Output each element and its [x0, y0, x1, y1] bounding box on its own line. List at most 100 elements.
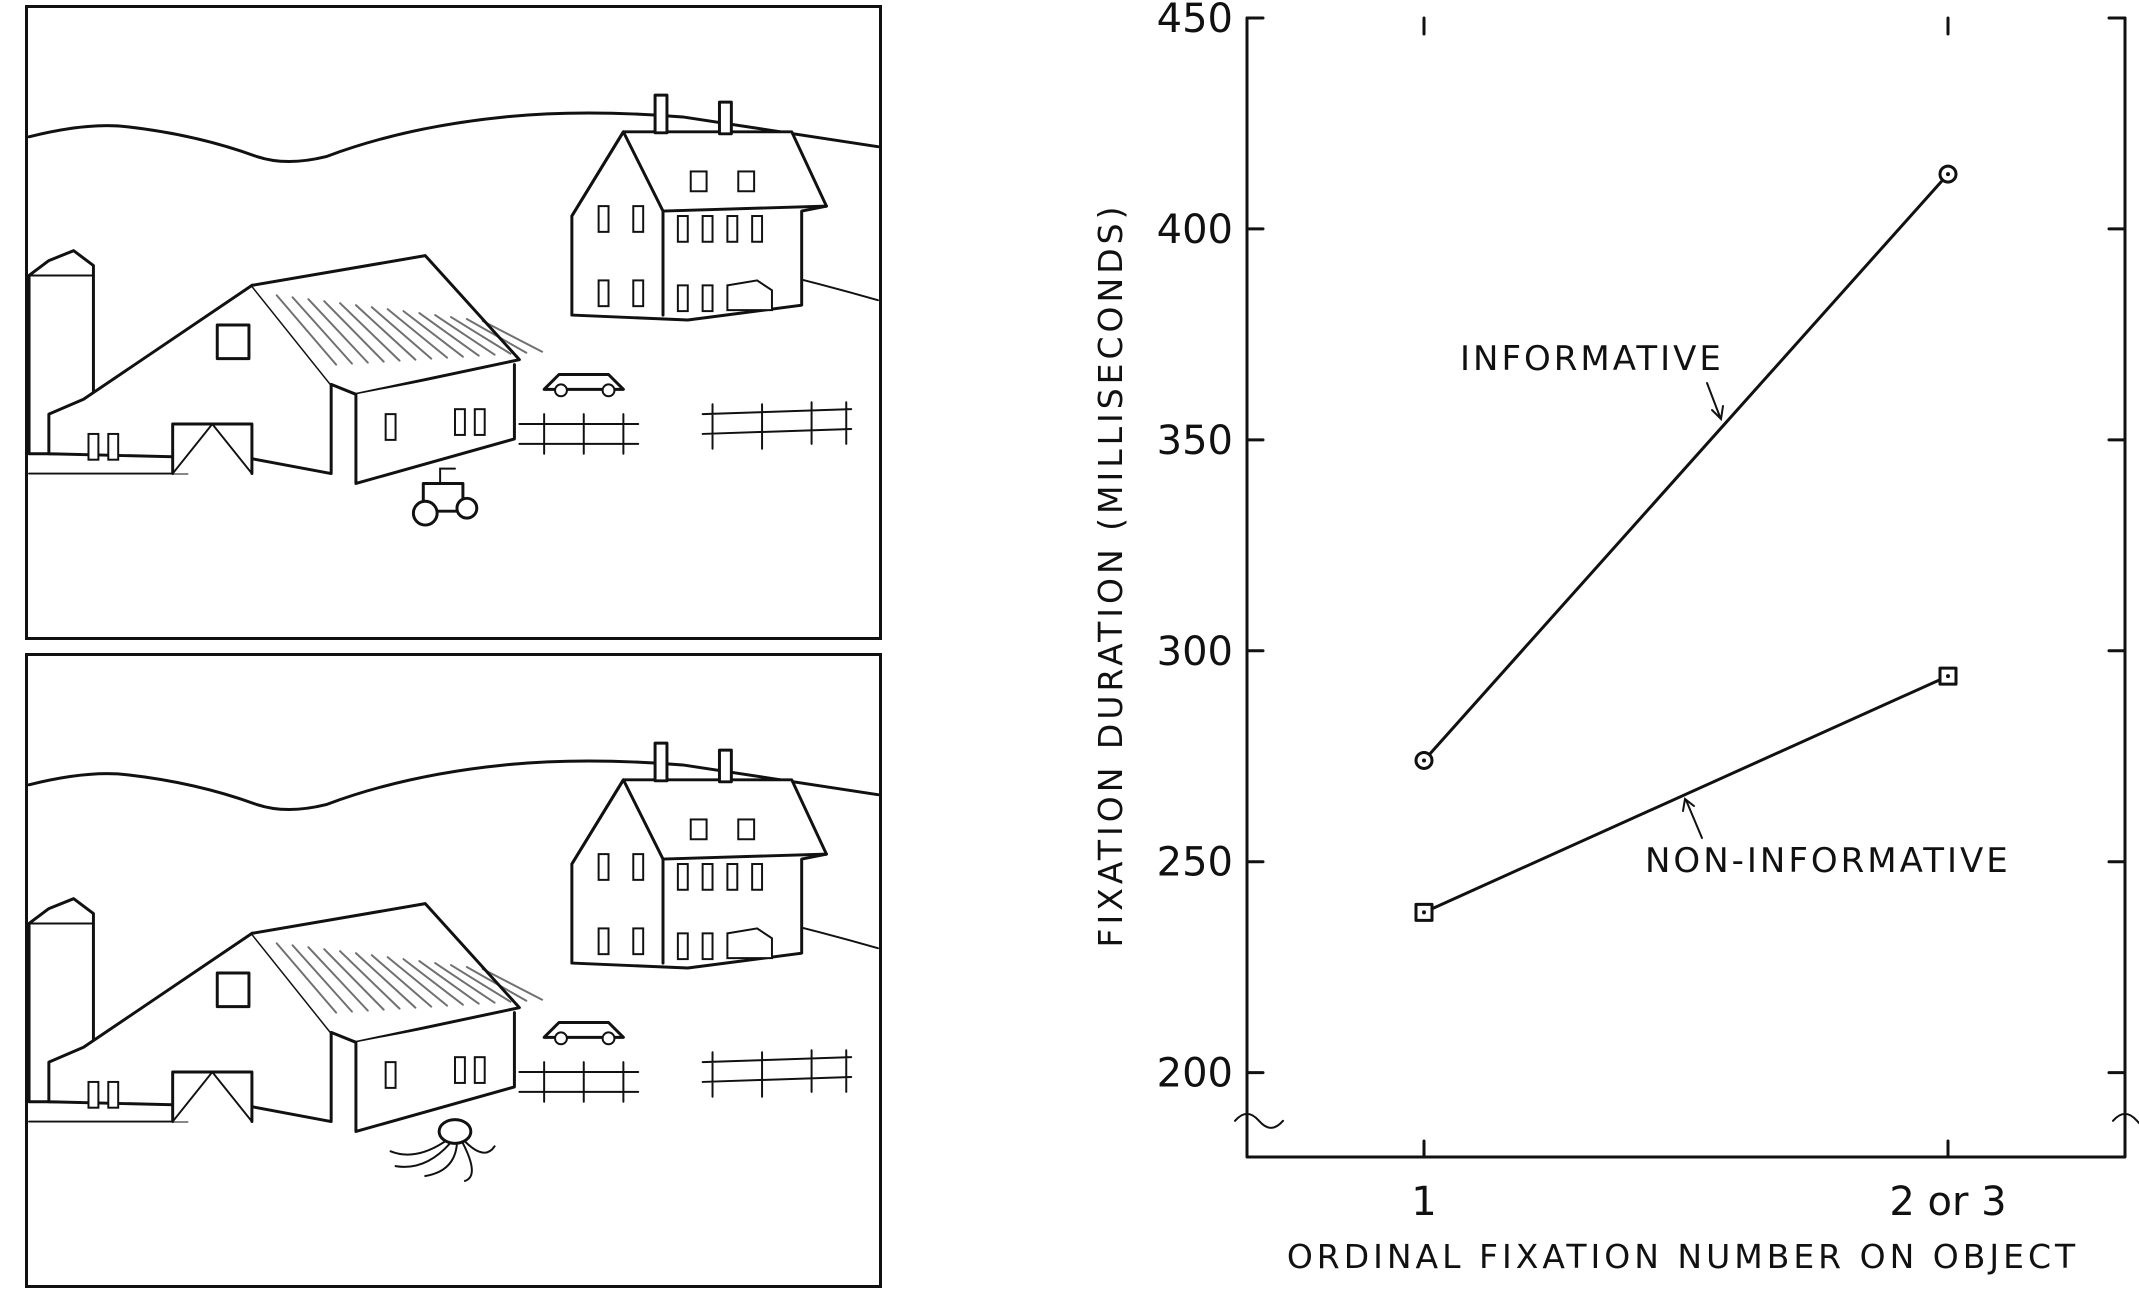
roof-shingle	[481, 968, 544, 1001]
farmhouse-window	[751, 215, 764, 243]
roof-shingle	[402, 310, 464, 358]
roof-shingle	[291, 944, 353, 1013]
x-tick-label: 2 or 3	[1889, 1179, 2006, 1225]
series-label-pointers	[1682, 382, 1724, 839]
roof-shingle	[386, 308, 449, 359]
farmhouse	[570, 778, 828, 970]
informative-pointer	[1706, 382, 1721, 418]
fence-right	[701, 401, 853, 450]
roof-shingle	[291, 296, 353, 365]
porch	[726, 279, 773, 312]
y-tick-label: 400	[1157, 207, 1233, 253]
barn-side	[354, 1011, 516, 1133]
farmhouse-eave	[661, 204, 828, 213]
roof-shingle	[354, 304, 417, 361]
y-tick-label: 450	[1157, 0, 1233, 42]
barn-loft-window	[215, 971, 251, 1009]
farmhouse-window	[676, 863, 689, 891]
fence-right	[701, 1049, 853, 1098]
roof-shingle	[434, 962, 496, 1004]
x-axis-title: ORDINAL FIXATION NUMBER ON OBJECT	[1287, 1237, 2079, 1276]
x-tick-label: 1	[1411, 1179, 1436, 1225]
series-line-informative	[1422, 172, 1950, 762]
fence-left	[518, 413, 640, 455]
data-point-dot	[1422, 758, 1426, 763]
farmhouse-window	[726, 215, 739, 243]
farmhouse-window	[701, 863, 714, 891]
farmhouse-window	[597, 853, 610, 881]
dormer-right	[737, 818, 756, 841]
y-axis-break-left	[1234, 1112, 1284, 1129]
roof-shingle	[418, 312, 480, 357]
farmhouse-window	[751, 863, 764, 891]
barn-window	[87, 432, 100, 461]
non-informative-pointer	[1685, 799, 1703, 839]
dormer-left	[689, 170, 708, 193]
y-axis-break-right	[2112, 1112, 2139, 1125]
farmhouse-window	[632, 279, 645, 308]
farmhouse	[570, 130, 828, 322]
roof-shingle	[323, 300, 385, 363]
roof-shingle	[275, 294, 338, 366]
farm-scene-top-panel	[25, 5, 882, 640]
barn-window	[107, 432, 120, 461]
car-wheel	[601, 1031, 616, 1046]
roof-shingle	[450, 316, 512, 355]
tractor-stack	[439, 467, 456, 485]
farmhouse-window	[676, 284, 689, 313]
barn-loft-window	[215, 323, 251, 361]
plot-frame	[1245, 16, 2127, 1159]
farm-scene-octopus-illustration	[28, 741, 879, 1182]
roof-shingle	[386, 956, 449, 1007]
barn-window	[453, 1056, 466, 1084]
roof-shingle	[481, 320, 544, 353]
farmhouse-window	[597, 927, 610, 956]
series-label-informative: INFORMATIVE	[1460, 339, 1724, 379]
farm-scene-bottom-panel	[25, 653, 882, 1288]
chimney-left	[653, 93, 669, 135]
octopus-tentacles	[389, 1140, 496, 1182]
dormer-left	[689, 818, 708, 841]
porch	[726, 927, 773, 960]
dormer-right	[737, 170, 756, 193]
car-wheel	[601, 383, 616, 398]
data-point-dot	[1946, 172, 1950, 177]
chart-series	[1414, 164, 1958, 922]
roof-shingle	[402, 958, 464, 1006]
barn-door	[171, 1070, 254, 1124]
y-tick-label: 250	[1157, 840, 1233, 886]
barn-window	[473, 408, 486, 436]
farmhouse-window	[701, 215, 714, 243]
farm-scene-tractor-illustration	[28, 93, 879, 527]
barn-roof	[250, 902, 521, 1044]
farmhouse-window	[676, 215, 689, 243]
roof-shingle	[465, 318, 528, 354]
fence-left	[518, 1061, 640, 1103]
roof-shingle	[339, 950, 401, 1010]
data-point-dot	[1946, 674, 1950, 679]
y-tick-label: 300	[1157, 629, 1233, 675]
farmhouse-window	[726, 863, 739, 891]
data-point-dot	[1422, 910, 1426, 915]
roof-shingle	[323, 948, 385, 1011]
y-axis-title: FIXATION DURATION (MILLISECONDS)	[1091, 203, 1130, 948]
farmhouse-window	[597, 205, 610, 233]
barn-window	[107, 1080, 120, 1109]
hills	[28, 111, 879, 163]
y-tick-label: 350	[1157, 418, 1233, 464]
chart-axes	[1234, 16, 2139, 1159]
farmhouse-window	[597, 279, 610, 308]
non-informative-pointer-head	[1682, 797, 1695, 812]
barn-window	[384, 413, 397, 441]
barn-door-brace	[171, 422, 253, 475]
tractor-wheel	[455, 496, 479, 520]
roof-shingle	[307, 946, 369, 1012]
chimney-right	[717, 748, 733, 784]
farmhouse-window	[701, 932, 714, 961]
barn-window	[453, 408, 466, 436]
barn-roof	[250, 254, 521, 396]
roof-shingle	[307, 298, 369, 364]
